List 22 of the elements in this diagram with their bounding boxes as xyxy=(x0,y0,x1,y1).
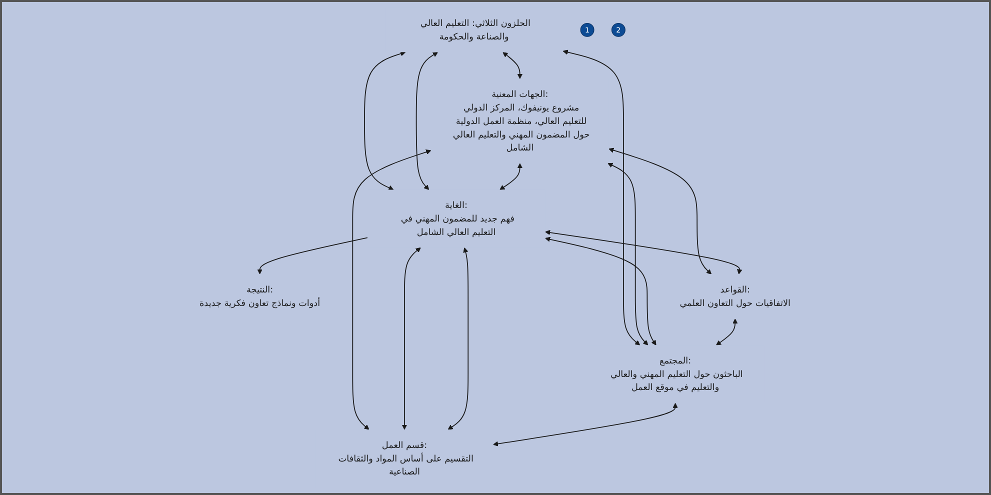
arrow xyxy=(608,162,649,346)
arrow xyxy=(500,163,523,190)
node-text: الجهات المعنية: مشروع يونيفوك، المركز الدولي للتعليم العالي، منظمة العمل الدولية حول المضمون المهني والتعليم العالي الشامل xyxy=(453,88,590,153)
arrow xyxy=(448,247,470,430)
arrow xyxy=(364,51,406,190)
arrow xyxy=(402,247,422,430)
node-text: الغاية: فهم جديد للمضمون المهني في التعليم العالي الشامل xyxy=(401,200,515,238)
arrow xyxy=(716,318,738,346)
node-text: المجتمع: الباحثون حول التعليم المهني والعالي والتعليم في موقع العمل xyxy=(611,355,744,393)
arrow xyxy=(494,402,678,446)
arrow xyxy=(563,50,641,346)
arrow xyxy=(503,52,523,79)
node-text: القواعد: الاتفاقيات حول التعاون العلمي xyxy=(680,284,791,308)
arrow xyxy=(258,237,368,274)
arrow xyxy=(352,150,432,430)
node-text: النتيجة: أدوات ونماذج تعاون فكرية جديدة xyxy=(200,284,321,308)
arrow xyxy=(609,148,712,274)
node-text: الحلزون الثلاثي: التعليم العالي والصناعة والحكومة xyxy=(420,18,531,42)
arrow xyxy=(416,52,438,190)
arrow xyxy=(546,236,657,346)
node-text: قسم العمل: التقسيم على أساس المواد والثقافات الصناعية xyxy=(338,440,474,477)
arrow xyxy=(546,230,743,274)
